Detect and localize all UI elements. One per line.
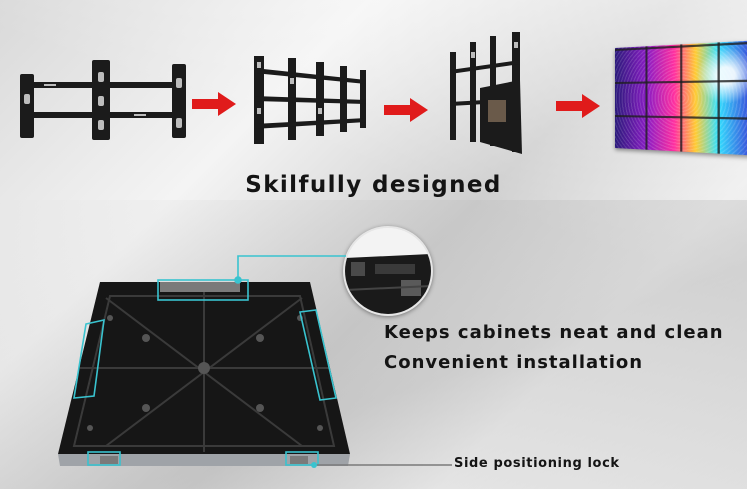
headline: Skilfully designed — [245, 172, 502, 198]
installation-step-grid-frame — [254, 56, 366, 144]
zoom-detail-image — [343, 226, 433, 316]
feature-text-neat: Keeps cabinets neat and clean — [384, 322, 724, 343]
right-arrow-icon — [192, 92, 236, 116]
right-arrow-icon — [384, 98, 428, 122]
feature-text-installation: Convenient installation — [384, 352, 644, 373]
right-arrow-icon — [556, 94, 600, 118]
side-positioning-lock-label: Side positioning lock — [454, 456, 620, 471]
installation-step-bracket — [20, 60, 186, 140]
led-cabinet-image — [58, 282, 350, 466]
installation-step-frame-with-modules — [450, 32, 522, 154]
installation-step-finished-led-screen — [615, 40, 747, 156]
